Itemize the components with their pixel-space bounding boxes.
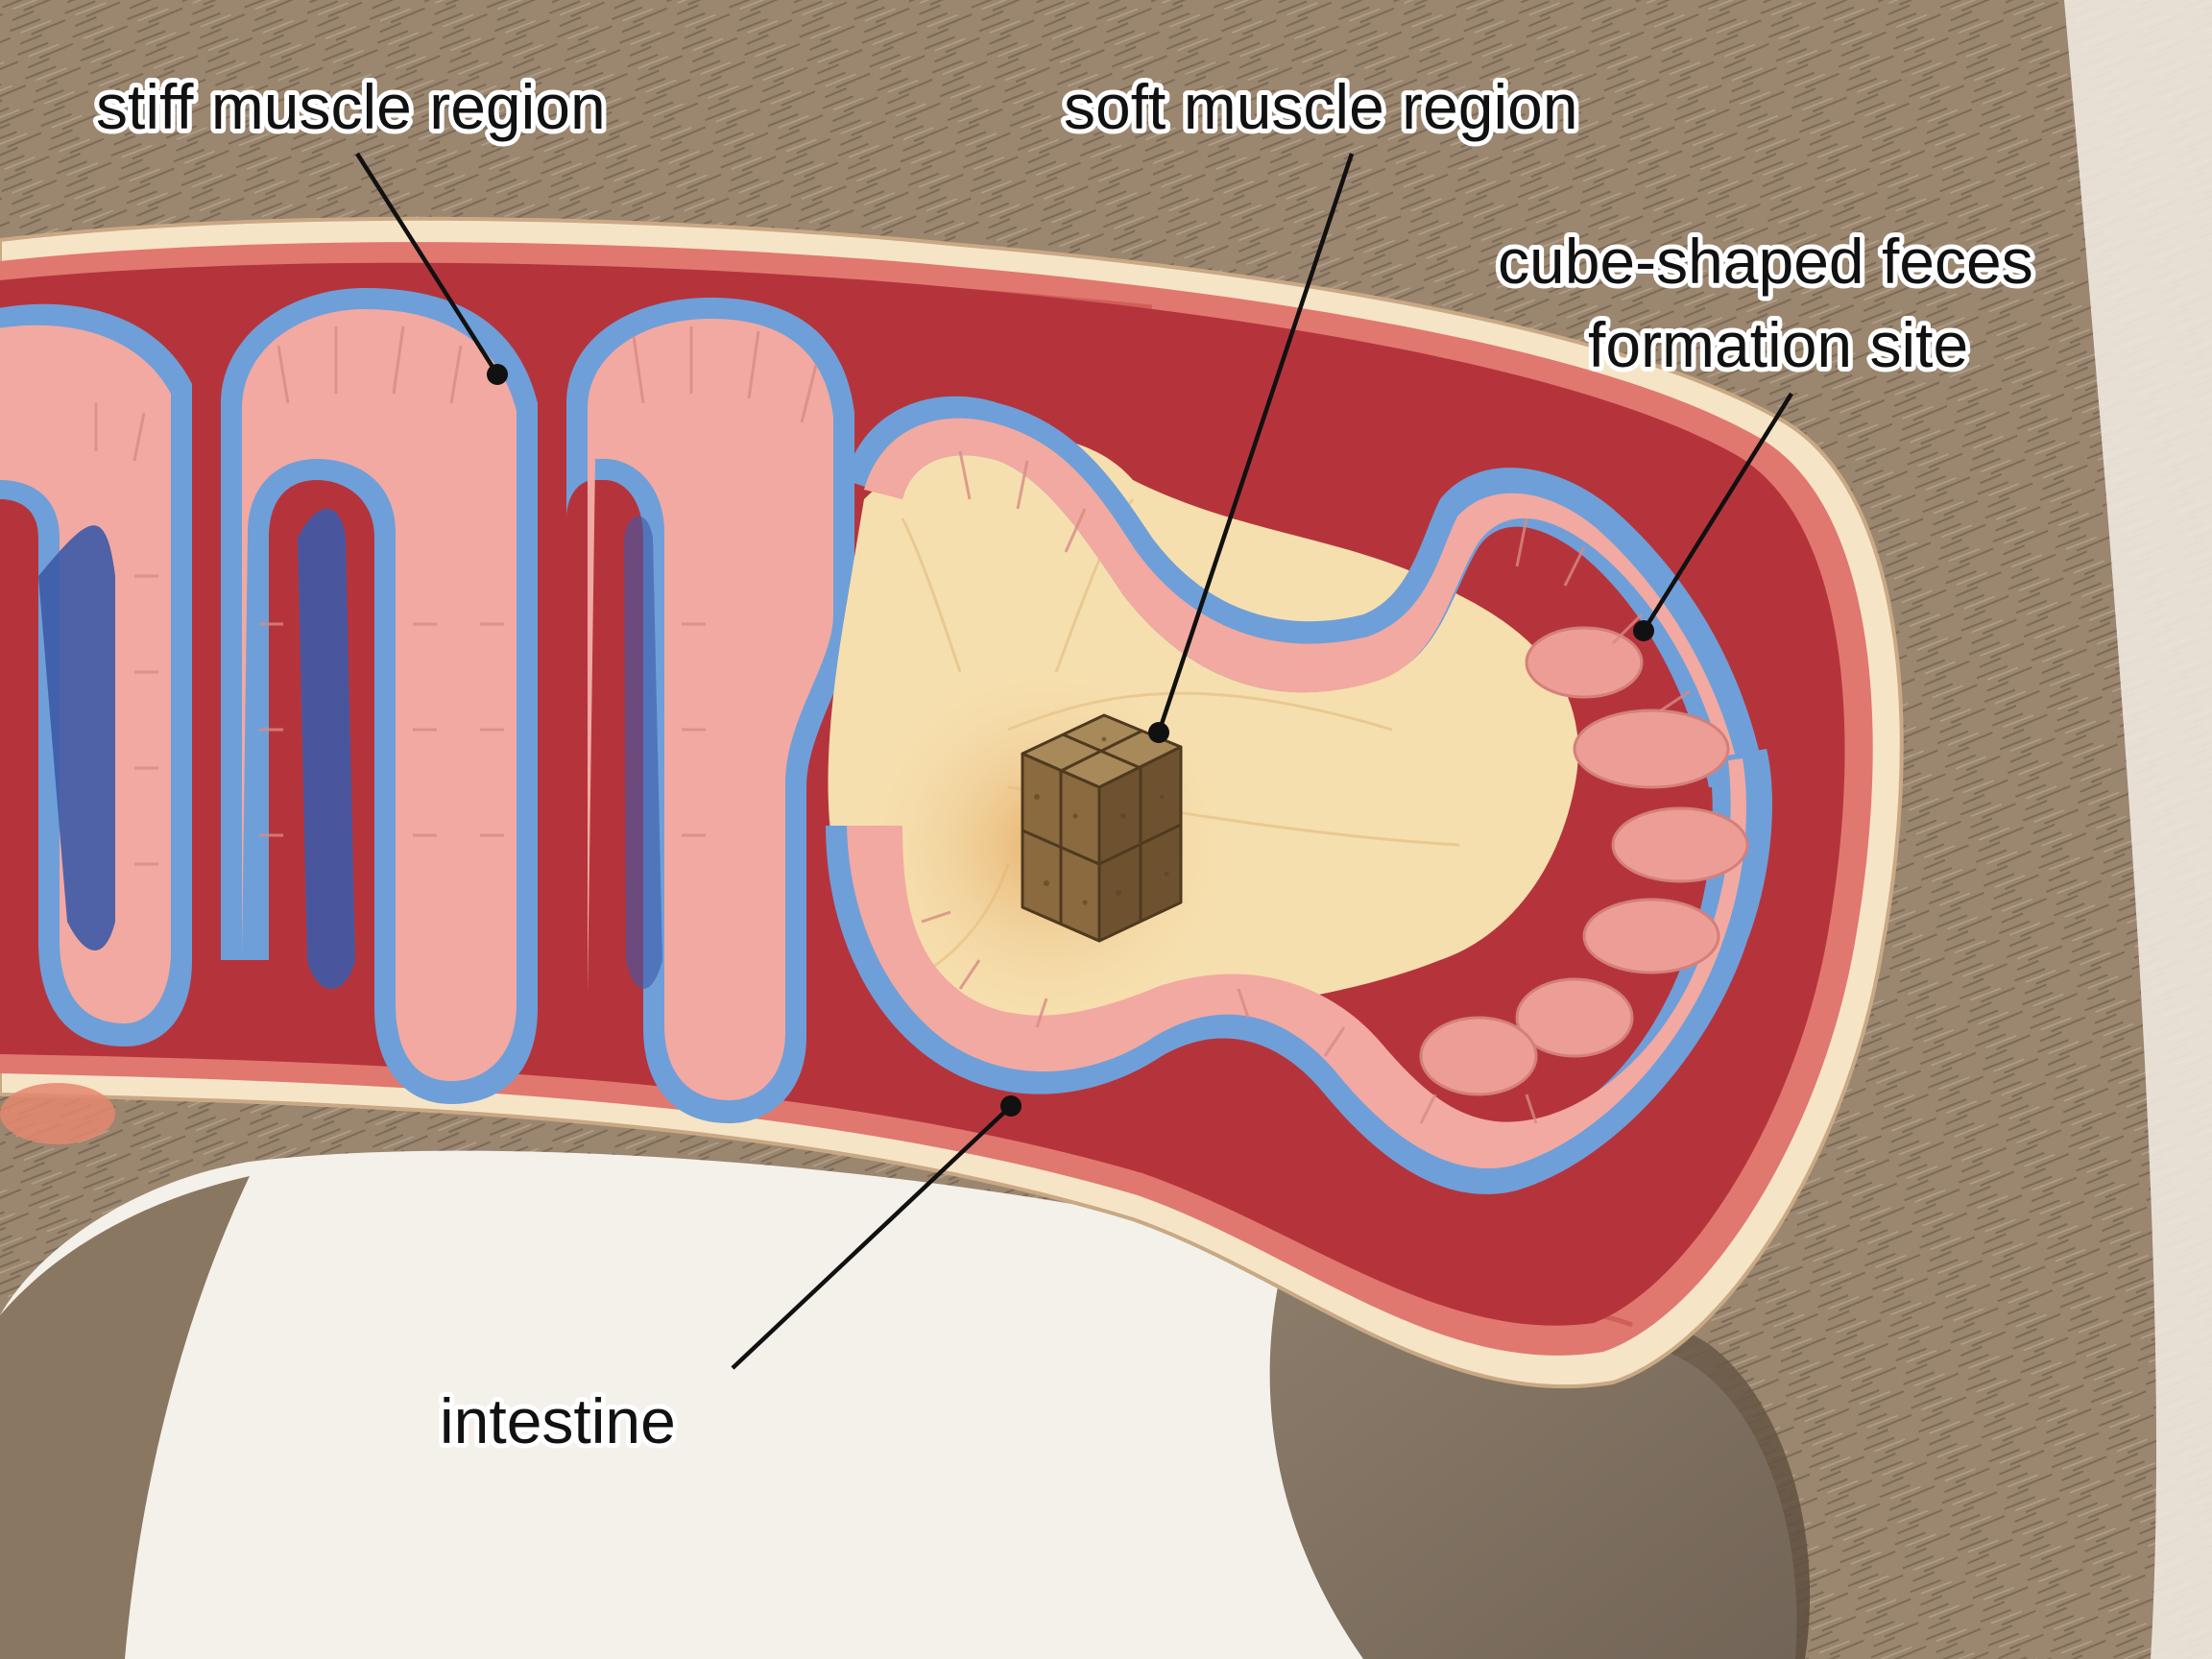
label-stiff-muscle-region: stiff muscle region — [96, 71, 606, 142]
label-intestine: intestine — [440, 1385, 676, 1456]
label-cube-feces-line1: cube-shaped feces — [1498, 226, 2033, 297]
label-soft-muscle-region: soft muscle region — [1064, 71, 1578, 142]
cube-shaped-feces — [1022, 715, 1181, 941]
fat-lobule — [0, 1083, 115, 1144]
label-cube-feces-line2: formation site — [1588, 309, 1968, 380]
intestinal-loops-left — [0, 288, 854, 1123]
